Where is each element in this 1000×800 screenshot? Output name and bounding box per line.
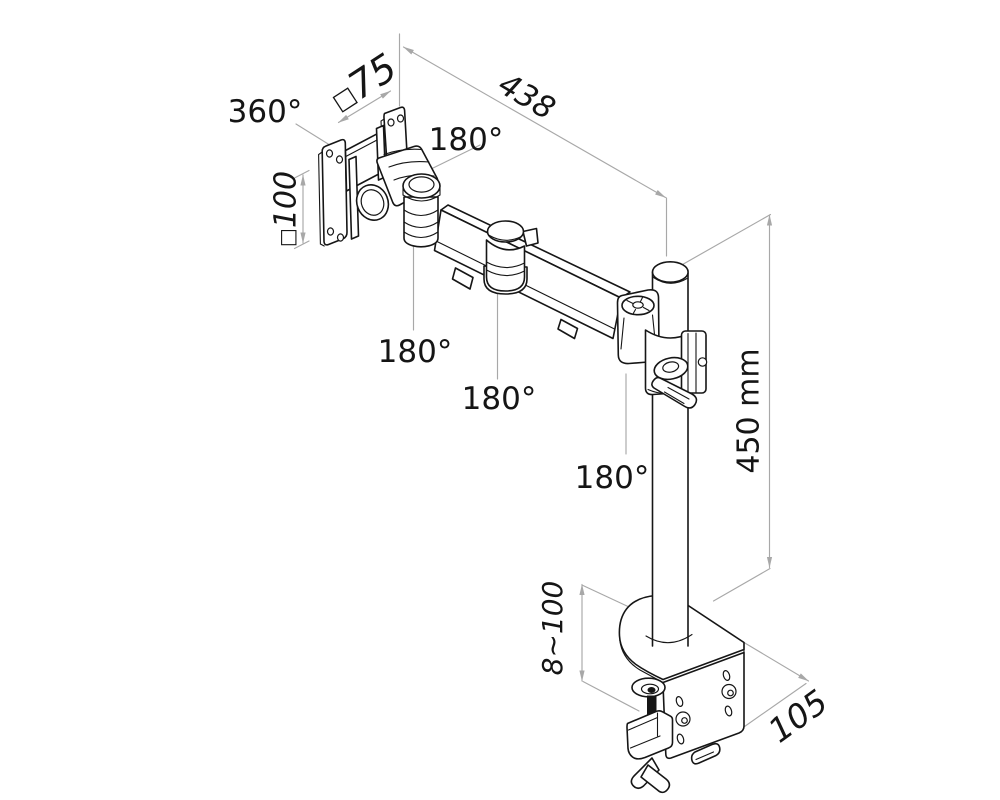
tick-vesa-height-top bbox=[293, 169, 310, 179]
clamp-plate-edge bbox=[619, 639, 664, 684]
clamp-hole bbox=[675, 696, 684, 707]
pole-clamp-joint bbox=[616, 288, 708, 409]
clamp-hole bbox=[724, 705, 733, 717]
vesa-hole bbox=[335, 155, 344, 164]
leader-swivel-1 bbox=[426, 144, 481, 172]
vesa-bracket bbox=[344, 124, 387, 240]
ext-line-pole-top bbox=[678, 213, 772, 268]
label-swivel-4: 180° bbox=[575, 460, 650, 496]
label-clamp-depth: 105 bbox=[761, 682, 835, 751]
tick-vesa-height-bottom bbox=[293, 240, 310, 250]
clamp-body-face bbox=[662, 651, 745, 760]
ext-line-clamp-top bbox=[582, 584, 629, 608]
label-pole-height: 450 mm bbox=[732, 348, 767, 473]
label-swivel-3: 180° bbox=[462, 381, 537, 417]
vesa-hole bbox=[396, 114, 405, 123]
ext-line-pole-bottom bbox=[712, 567, 771, 602]
dimension-labels: 360° □75 438 180° 180° 180° 180° □100 45… bbox=[228, 45, 835, 750]
vesa-hole bbox=[336, 233, 345, 242]
label-swivel-1: 180° bbox=[429, 122, 504, 158]
vesa-hole bbox=[387, 118, 395, 127]
vesa-hole bbox=[325, 149, 334, 158]
vesa-plate-left bbox=[318, 138, 348, 247]
desk-clamp bbox=[619, 639, 745, 794]
mid-joint bbox=[483, 220, 539, 295]
mid-joint-cap bbox=[486, 220, 525, 243]
clamp-hole bbox=[722, 670, 731, 681]
label-vesa-width: □75 bbox=[321, 45, 405, 121]
dimension-lines bbox=[293, 33, 810, 730]
dim-line-clamp-depth-a bbox=[743, 641, 810, 682]
tilt-cylinder bbox=[355, 184, 390, 221]
cable-clip bbox=[451, 267, 474, 290]
label-clamp-range: 8~100 bbox=[536, 581, 569, 676]
vesa-hole bbox=[326, 227, 335, 236]
dim-line-clamp-depth-b bbox=[740, 682, 807, 730]
arm-beam bbox=[433, 204, 631, 340]
clamp-hole bbox=[676, 733, 685, 745]
pole-top-cap bbox=[651, 260, 689, 283]
label-vesa-rotation: 360° bbox=[228, 94, 303, 130]
wing-screw-lever bbox=[651, 376, 698, 409]
leader-vesa-rotation bbox=[295, 123, 334, 148]
dim-line-vesa-width bbox=[337, 90, 392, 124]
ext-line-clamp-bottom bbox=[582, 680, 640, 712]
elbow-joint-1 bbox=[402, 173, 441, 248]
clamp-pole-collar bbox=[645, 633, 693, 644]
label-vesa-height: □100 bbox=[269, 171, 304, 247]
drawing-linework bbox=[318, 106, 745, 794]
dim-line-arm-length bbox=[402, 46, 667, 199]
clamp-lower-jaw bbox=[626, 710, 674, 760]
label-swivel-2: 180° bbox=[378, 334, 453, 370]
cable-clip bbox=[557, 318, 579, 340]
clamp-wing-lever bbox=[640, 764, 671, 794]
